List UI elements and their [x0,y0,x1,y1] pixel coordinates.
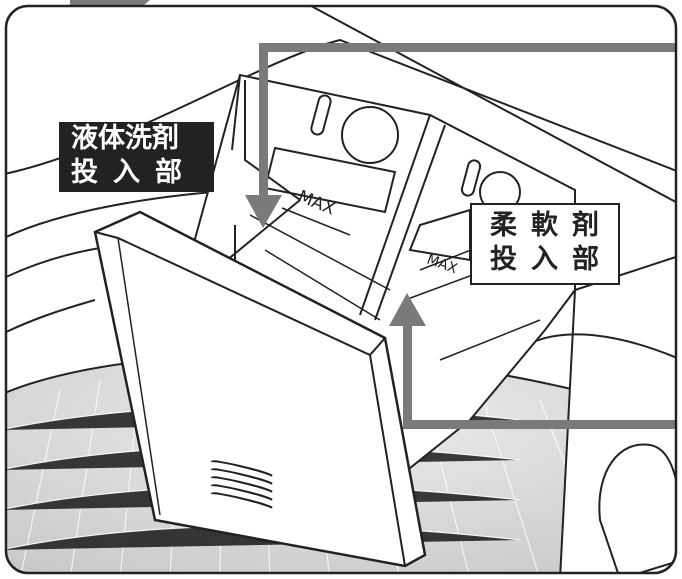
drawer-front-panel [93,210,427,568]
liquid-detergent-label: 液体洗剤 投入部 [59,122,214,192]
drawer-front-bevel [117,237,161,516]
right-compartment-slot [460,159,482,197]
left-compartment-cap [341,106,399,164]
illustration-frame [4,4,678,575]
softener-label-line1: 柔軟剤 [490,210,613,241]
tray-divider [214,114,446,321]
liquid-detergent-label-line1: 液体洗剤 [71,123,179,154]
max-line-left [281,207,351,236]
tray-back-wall [231,74,301,201]
softener-label: 柔軟剤 投入部 [470,203,620,285]
left-compartment-slot [310,94,332,136]
arrow-to-softener-compartment [389,293,676,429]
left-compartment-window [263,146,397,214]
liquid-detergent-label-line2: 投入部 [71,157,197,188]
drawer-front-edge [94,231,406,567]
arrow-to-liquid-compartment [245,43,676,228]
machine-top-contour-inner [299,6,676,216]
door-ring-3 [6,299,96,336]
right-knob [598,443,676,573]
drawer-grip-lines [210,460,273,509]
softener-label-line2: 投入部 [490,244,613,275]
